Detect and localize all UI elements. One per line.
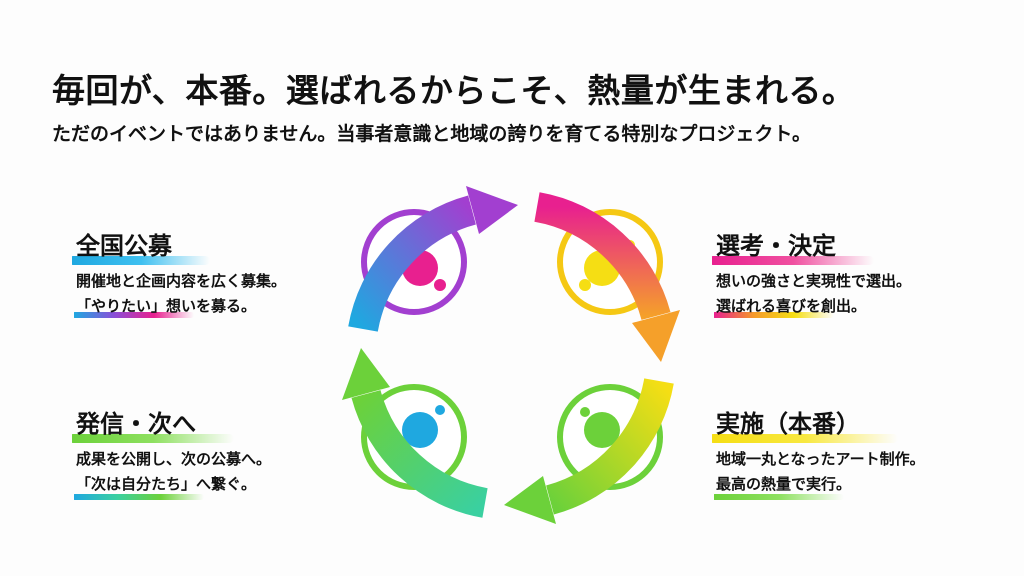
step-line: 開催地と企画内容を広く募集。 — [76, 272, 287, 290]
arrow-recruit-to-select — [348, 186, 518, 332]
step-line: 想いの強さと実現性で選出。 — [716, 272, 912, 290]
step-line: 最高の熱量で実行。 — [716, 475, 852, 493]
step-line: 選ばれる喜びを創出。 — [716, 297, 867, 315]
arrow-execute-to-share — [504, 378, 674, 524]
step-title: 全国公募 — [76, 232, 172, 260]
brush-underline — [74, 312, 194, 318]
step-title: 選考・決定 — [716, 232, 836, 260]
step-line: 「次は自分たち」へ繋ぐ。 — [76, 475, 257, 493]
step-select: 選考・決定 想いの強さと実現性で選出。選ばれる喜びを創出。 — [712, 226, 992, 319]
step-line: 「やりたい」想いを募る。 — [76, 297, 257, 315]
step-recruit: 全国公募 開催地と企画内容を広く募集。「やりたい」想いを募る。 — [72, 226, 352, 325]
step-title: 発信・次へ — [76, 410, 196, 438]
step-title: 実施（本番） — [716, 410, 860, 438]
arrow-select-to-execute — [534, 192, 680, 362]
brush-underline — [74, 494, 204, 500]
arrow-share-to-recruit — [342, 348, 488, 518]
step-line: 地域一丸となったアート制作。 — [716, 450, 925, 468]
page-title: 毎回が、本番。選ばれるからこそ、熱量が生まれる。 — [52, 71, 856, 110]
step-share: 発信・次へ 成果を公開し、次の公募へ。「次は自分たち」へ繋ぐ。 — [72, 404, 352, 497]
step-line: 成果を公開し、次の公募へ。 — [76, 450, 272, 468]
brush-underline — [714, 312, 834, 318]
step-execute: 実施（本番） 地域一丸となったアート制作。最高の熱量で実行。 — [712, 404, 992, 497]
brush-underline — [714, 494, 844, 500]
page-subtitle: ただのイベントではありません。当事者意識と地域の誇りを育てる特別なプロジェクト。 — [52, 123, 812, 145]
